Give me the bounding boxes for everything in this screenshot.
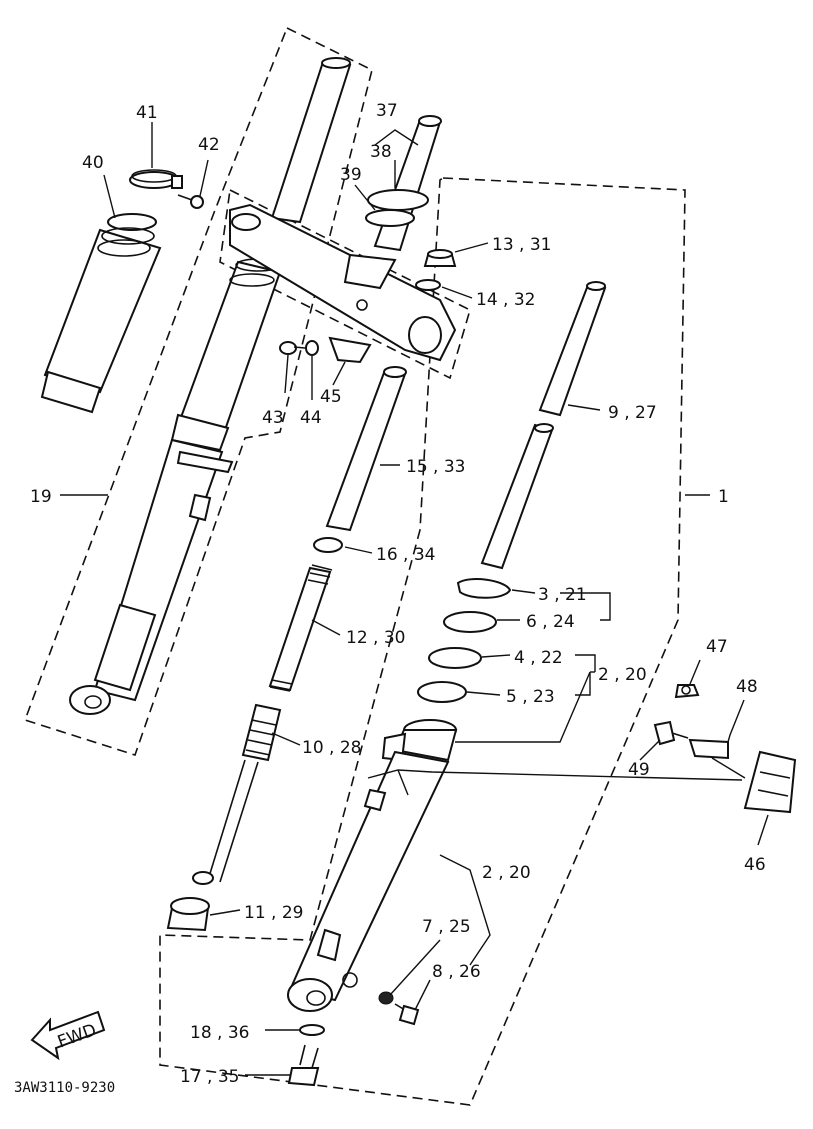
part-15-33-tube [325, 366, 407, 532]
label-1: 1 [718, 487, 729, 507]
label-17-35: 17 , 35 [180, 1067, 239, 1087]
part-4-22-washer [428, 647, 482, 669]
label-38: 38 [370, 142, 392, 162]
left-fork-group-boundary [23, 26, 373, 756]
part-42-screw [177, 194, 204, 209]
part-14-32-washer [415, 279, 441, 291]
label-2-20-top: 2 , 20 [598, 665, 647, 685]
part-3-21-clip [456, 578, 512, 599]
part-labels: 1 19 40 41 42 37 38 39 13 , 31 14 , 32 4… [14, 101, 766, 1096]
label-40: 40 [82, 153, 104, 173]
label-9-27: 9 , 27 [608, 403, 657, 423]
label-11-29: 11 , 29 [244, 903, 303, 923]
label-2-20-bottom: 2 , 20 [482, 863, 531, 883]
part-6-24-seal [443, 611, 497, 633]
label-16-34: 16 , 34 [376, 545, 435, 565]
label-45: 45 [320, 387, 342, 407]
label-49: 49 [628, 760, 650, 780]
label-44: 44 [300, 408, 322, 428]
part-48-bracket [688, 738, 729, 760]
part-47-nut [674, 684, 700, 699]
label-12-30: 12 , 30 [346, 628, 405, 648]
part-11-29-cylinder [166, 897, 210, 932]
label-39: 39 [340, 165, 362, 185]
label-19: 19 [30, 487, 52, 507]
label-42: 42 [198, 135, 220, 155]
part-16-34-seat [313, 537, 343, 553]
label-14-32: 14 , 32 [476, 290, 535, 310]
label-48: 48 [736, 677, 758, 697]
label-4-22: 4 , 22 [514, 648, 563, 668]
label-46: 46 [744, 855, 766, 875]
label-41: 41 [136, 103, 158, 123]
label-10-28: 10 , 28 [302, 738, 361, 758]
part-5-23-bushing [417, 681, 467, 703]
part-17-35-bolt [287, 1044, 320, 1087]
part-43-bolt [279, 341, 306, 355]
label-5-23: 5 , 23 [506, 687, 555, 707]
label-8-26: 8 , 26 [432, 962, 481, 982]
label-13-31: 13 , 31 [492, 235, 551, 255]
leader-lines [60, 122, 769, 1076]
part-7-25-washer [378, 991, 394, 1005]
label-6-24: 6 , 24 [526, 612, 575, 632]
label-18-36: 18 , 36 [190, 1023, 249, 1043]
label-7-25: 7 , 25 [422, 917, 471, 937]
part-2-20-outer-tube [287, 719, 458, 1012]
part-9-27-inner-tube [480, 281, 607, 570]
part-13-31-nut [423, 249, 457, 267]
part-41-clamp [129, 169, 183, 189]
label-15-33: 15 , 33 [406, 457, 465, 477]
part-10-28-damper-rod [192, 703, 282, 885]
part-44-washer [305, 340, 319, 356]
part-45-holder [328, 336, 372, 364]
label-43: 43 [262, 408, 284, 428]
part-18-36-washer [299, 1024, 325, 1036]
diagram-code: 3AW3110-9230 [14, 1080, 115, 1096]
part-12-30-spring [268, 564, 333, 692]
label-47: 47 [706, 637, 728, 657]
fwd-arrow-icon: FWD [30, 1010, 106, 1061]
label-3-21: 3 , 21 [538, 585, 587, 605]
part-8-26-bolt [394, 1003, 420, 1026]
steering-bracket [229, 115, 457, 362]
part-40-fork-boot [40, 213, 162, 414]
left-fork-assembly [69, 57, 352, 715]
part-46-reflector [743, 750, 797, 814]
label-37: 37 [376, 101, 398, 121]
part-49-bolt [653, 720, 689, 746]
